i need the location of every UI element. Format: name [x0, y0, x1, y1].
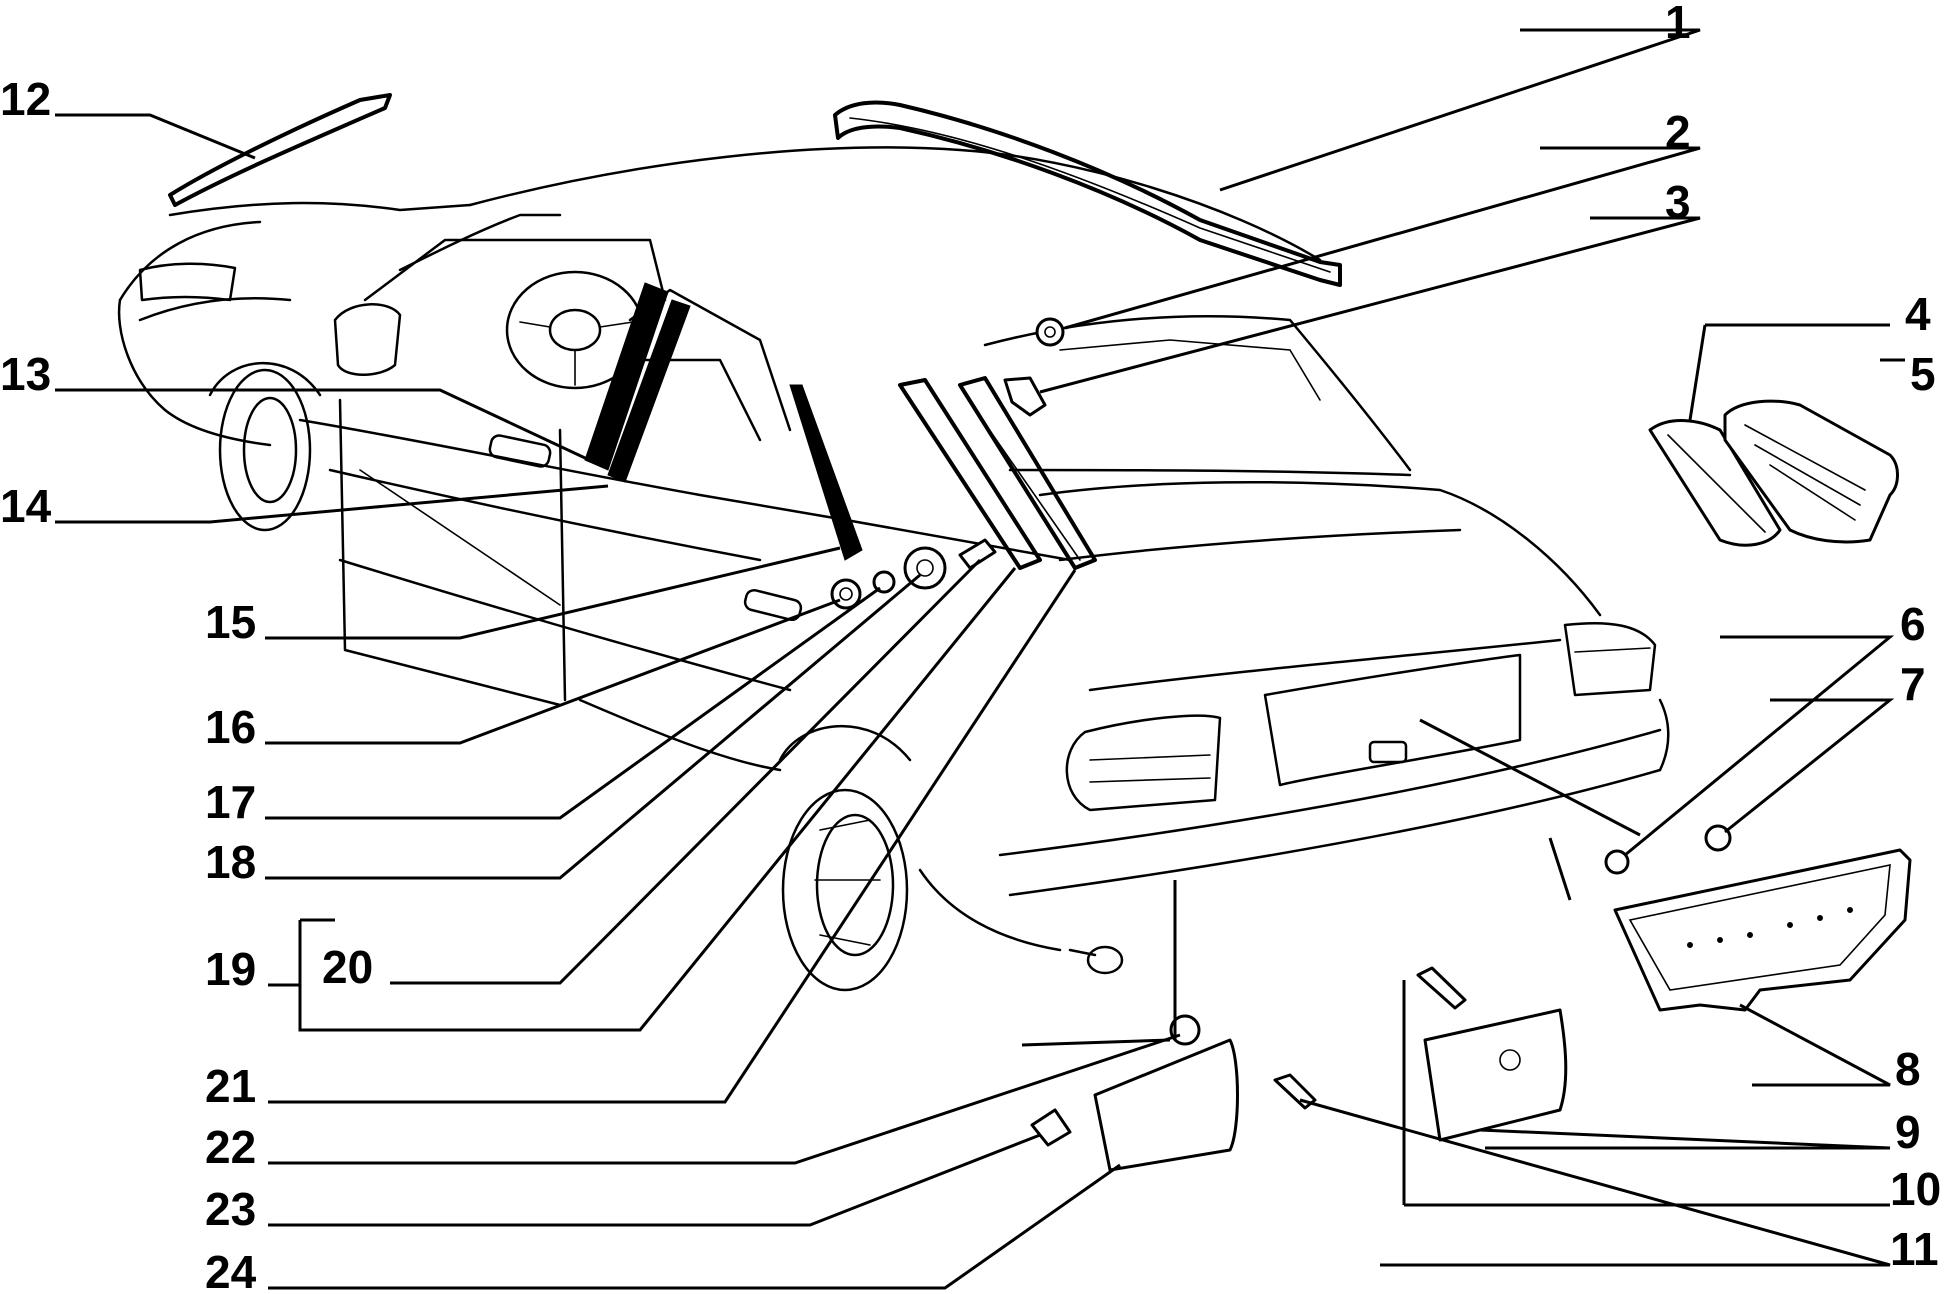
- callout-13: 13: [0, 348, 51, 400]
- side-reflector: [1093, 1038, 1239, 1172]
- callout-11: 11: [1890, 1223, 1939, 1275]
- quarter-pillar-trim: [789, 384, 863, 561]
- roof-clip: [1003, 376, 1047, 417]
- nut-7: [1704, 824, 1732, 852]
- pillar-strip-front: [584, 282, 669, 471]
- callout-10: 10: [1890, 1163, 1941, 1215]
- callout-5: 5: [1910, 348, 1936, 400]
- callout-18: 18: [205, 836, 256, 888]
- plug-23: [1030, 1108, 1072, 1147]
- callout-20: 20: [322, 941, 373, 993]
- callout-6: 6: [1900, 598, 1926, 650]
- license-plate-frame: [1613, 848, 1912, 1012]
- callout-8: 8: [1895, 1043, 1921, 1095]
- stud-screw: [958, 538, 997, 570]
- callout-15: 15: [205, 596, 256, 648]
- callout-24: 24: [205, 1246, 257, 1294]
- car-body-illustration: [117, 146, 1670, 992]
- callout-21: 21: [205, 1060, 256, 1112]
- windshield-strip: [168, 93, 392, 207]
- lamp-housing: [1723, 399, 1899, 544]
- cover-plate: [1423, 1008, 1568, 1142]
- callout-14: 14: [0, 480, 52, 532]
- callout-17: 17: [205, 776, 256, 828]
- callout-22: 22: [205, 1121, 256, 1173]
- roof-molding-strip: [833, 100, 1342, 287]
- leader-lines: [55, 28, 1905, 1290]
- callout-2: 2: [1665, 106, 1691, 158]
- callout-16: 16: [205, 701, 256, 753]
- pillar-strip-rear: [607, 299, 691, 483]
- callout-19: 19: [205, 943, 256, 995]
- callout-23: 23: [205, 1183, 256, 1235]
- callout-3: 3: [1665, 176, 1691, 228]
- callout-9: 9: [1895, 1106, 1921, 1158]
- screw-11: [1273, 1073, 1317, 1110]
- bolt-10: [1416, 966, 1467, 1010]
- screw-6: [1604, 849, 1630, 875]
- callout-7: 7: [1900, 658, 1926, 710]
- callout-4: 4: [1905, 288, 1931, 340]
- parts-illustration: [168, 93, 1912, 1172]
- callout-12: 12: [0, 73, 51, 125]
- roof-nut: [1035, 317, 1065, 347]
- quarter-molding-inner: [958, 376, 1097, 570]
- callout-1: 1: [1665, 0, 1691, 48]
- quarter-molding-outer: [898, 378, 1042, 570]
